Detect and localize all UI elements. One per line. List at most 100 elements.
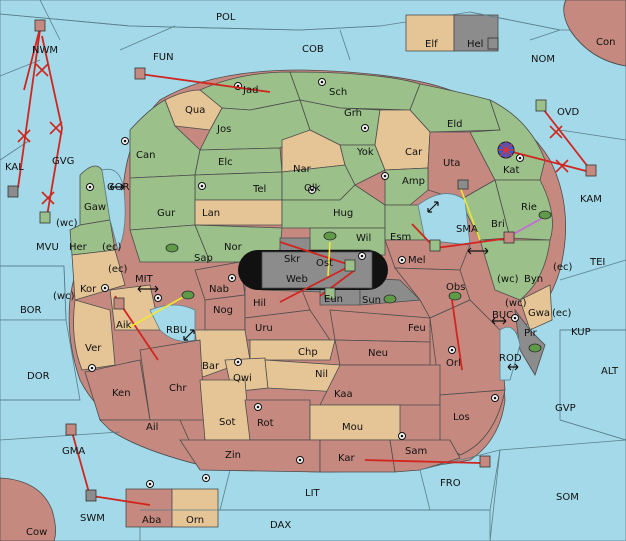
units bbox=[7, 19, 597, 502]
move-order-line bbox=[364, 459, 481, 464]
supply-centers bbox=[86, 78, 524, 488]
territory-eld[interactable] bbox=[409, 83, 501, 133]
territory-kat[interactable] bbox=[469, 99, 546, 181]
army-unit[interactable] bbox=[181, 290, 195, 300]
label-feu: Feu bbox=[408, 323, 426, 334]
fleet-unit[interactable] bbox=[457, 179, 469, 190]
territory-sot[interactable] bbox=[199, 379, 251, 441]
army-unit[interactable] bbox=[528, 343, 542, 353]
territory-aba[interactable] bbox=[125, 488, 173, 528]
label-bar: Bar bbox=[202, 361, 220, 372]
label-uta: Uta bbox=[443, 158, 460, 169]
move-order-line bbox=[451, 299, 463, 371]
fleet-unit[interactable] bbox=[487, 37, 499, 50]
territory-zin[interactable] bbox=[179, 439, 321, 473]
territory-elf[interactable] bbox=[405, 14, 455, 52]
label-gaw: Gaw bbox=[84, 202, 106, 213]
label-eld: Eld bbox=[447, 119, 462, 130]
fleet-unit[interactable] bbox=[7, 185, 19, 198]
canal-arrows bbox=[109, 183, 519, 371]
label-nom: NOM bbox=[531, 54, 555, 65]
sea-zone-dor[interactable] bbox=[0, 319, 81, 401]
label-mvu: MVU bbox=[36, 242, 59, 253]
supply-center-dot bbox=[518, 156, 522, 160]
label-kaa: Kaa bbox=[334, 389, 353, 400]
label-aik: Aik bbox=[116, 320, 132, 331]
label-kat: Kat bbox=[503, 165, 520, 176]
label-som: SOM bbox=[556, 492, 579, 503]
lake-sma[interactable] bbox=[417, 193, 471, 246]
label-elf: Elf bbox=[425, 39, 438, 50]
territory-ver[interactable] bbox=[73, 299, 116, 371]
fleet-unit[interactable] bbox=[113, 297, 125, 310]
fleet-unit[interactable] bbox=[479, 455, 491, 468]
fleet-unit[interactable] bbox=[535, 99, 547, 112]
supply-center-dot bbox=[493, 396, 497, 400]
label-gvp: GVP bbox=[555, 403, 576, 414]
fleet-unit[interactable] bbox=[34, 19, 46, 32]
supply-center-dot bbox=[236, 360, 240, 364]
label-can: Can bbox=[136, 150, 155, 161]
territory-chr[interactable] bbox=[139, 339, 206, 421]
territory-chp[interactable] bbox=[249, 339, 336, 361]
territory-cow[interactable] bbox=[0, 477, 56, 541]
label-kor: Kor bbox=[80, 284, 97, 295]
territory-her[interactable] bbox=[69, 219, 116, 256]
label-kup: KUP bbox=[571, 327, 591, 338]
label-sch: Sch bbox=[329, 87, 347, 98]
double-arrow bbox=[491, 317, 507, 325]
army-unit[interactable] bbox=[383, 294, 397, 304]
supply-center-dot bbox=[103, 286, 107, 290]
territory-gur[interactable] bbox=[129, 174, 196, 231]
army-unit[interactable] bbox=[165, 243, 179, 253]
fleet-unit[interactable] bbox=[65, 423, 77, 436]
label-gur: Gur bbox=[157, 208, 176, 219]
fleet-unit[interactable] bbox=[85, 489, 97, 502]
territory-sam[interactable] bbox=[389, 439, 461, 473]
label-nor: Nor bbox=[224, 242, 243, 253]
territory-mel[interactable] bbox=[384, 239, 471, 271]
label-qua: Qua bbox=[185, 105, 205, 116]
army-unit[interactable] bbox=[538, 210, 552, 220]
territory-gwa[interactable] bbox=[519, 284, 553, 331]
label-nab: Nab bbox=[209, 284, 229, 295]
supply-center-dot bbox=[400, 434, 404, 438]
supply-center-dot bbox=[90, 366, 94, 370]
fleet-unit[interactable] bbox=[585, 164, 597, 177]
territory-yok[interactable] bbox=[339, 144, 386, 186]
label-los: Los bbox=[453, 412, 470, 423]
fleet-unit[interactable] bbox=[429, 239, 441, 252]
army-unit[interactable] bbox=[323, 231, 337, 241]
label-ail: Ail bbox=[146, 422, 158, 433]
fleet-unit[interactable] bbox=[39, 211, 51, 224]
territory-tel[interactable] bbox=[194, 171, 283, 201]
territory-orn[interactable] bbox=[171, 488, 219, 528]
dislodged-marker bbox=[497, 141, 515, 159]
supply-center-dot bbox=[310, 188, 314, 192]
label-wc3: (wc) bbox=[53, 291, 75, 302]
label-dax: DAX bbox=[270, 520, 291, 531]
territory-amp[interactable] bbox=[384, 167, 429, 206]
label-ken: Ken bbox=[112, 388, 131, 399]
label-gvg: GVG bbox=[52, 156, 74, 167]
fleet-unit[interactable] bbox=[134, 67, 146, 80]
lake-gor[interactable] bbox=[101, 168, 126, 252]
lake-rod[interactable] bbox=[499, 326, 521, 381]
territory-los[interactable] bbox=[439, 389, 506, 456]
territory-elc[interactable] bbox=[194, 147, 283, 176]
territory-con[interactable] bbox=[563, 0, 626, 67]
fleet-unit[interactable] bbox=[324, 287, 336, 300]
territory-kor[interactable] bbox=[71, 249, 126, 301]
army-unit[interactable] bbox=[448, 291, 462, 301]
territory-kar[interactable] bbox=[319, 439, 396, 473]
sea-zone-som[interactable] bbox=[489, 439, 626, 541]
fleet-unit[interactable] bbox=[344, 259, 356, 272]
supply-center-dot bbox=[320, 80, 324, 84]
label-gor: GOR bbox=[107, 182, 130, 193]
sea-zone-lit[interactable] bbox=[219, 469, 431, 511]
lake-rbu[interactable] bbox=[149, 304, 196, 342]
label-cow: Cow bbox=[26, 527, 47, 538]
label-hel: Hel bbox=[467, 39, 483, 50]
label-aba: Aba bbox=[142, 515, 161, 526]
fleet-unit[interactable] bbox=[503, 231, 515, 244]
